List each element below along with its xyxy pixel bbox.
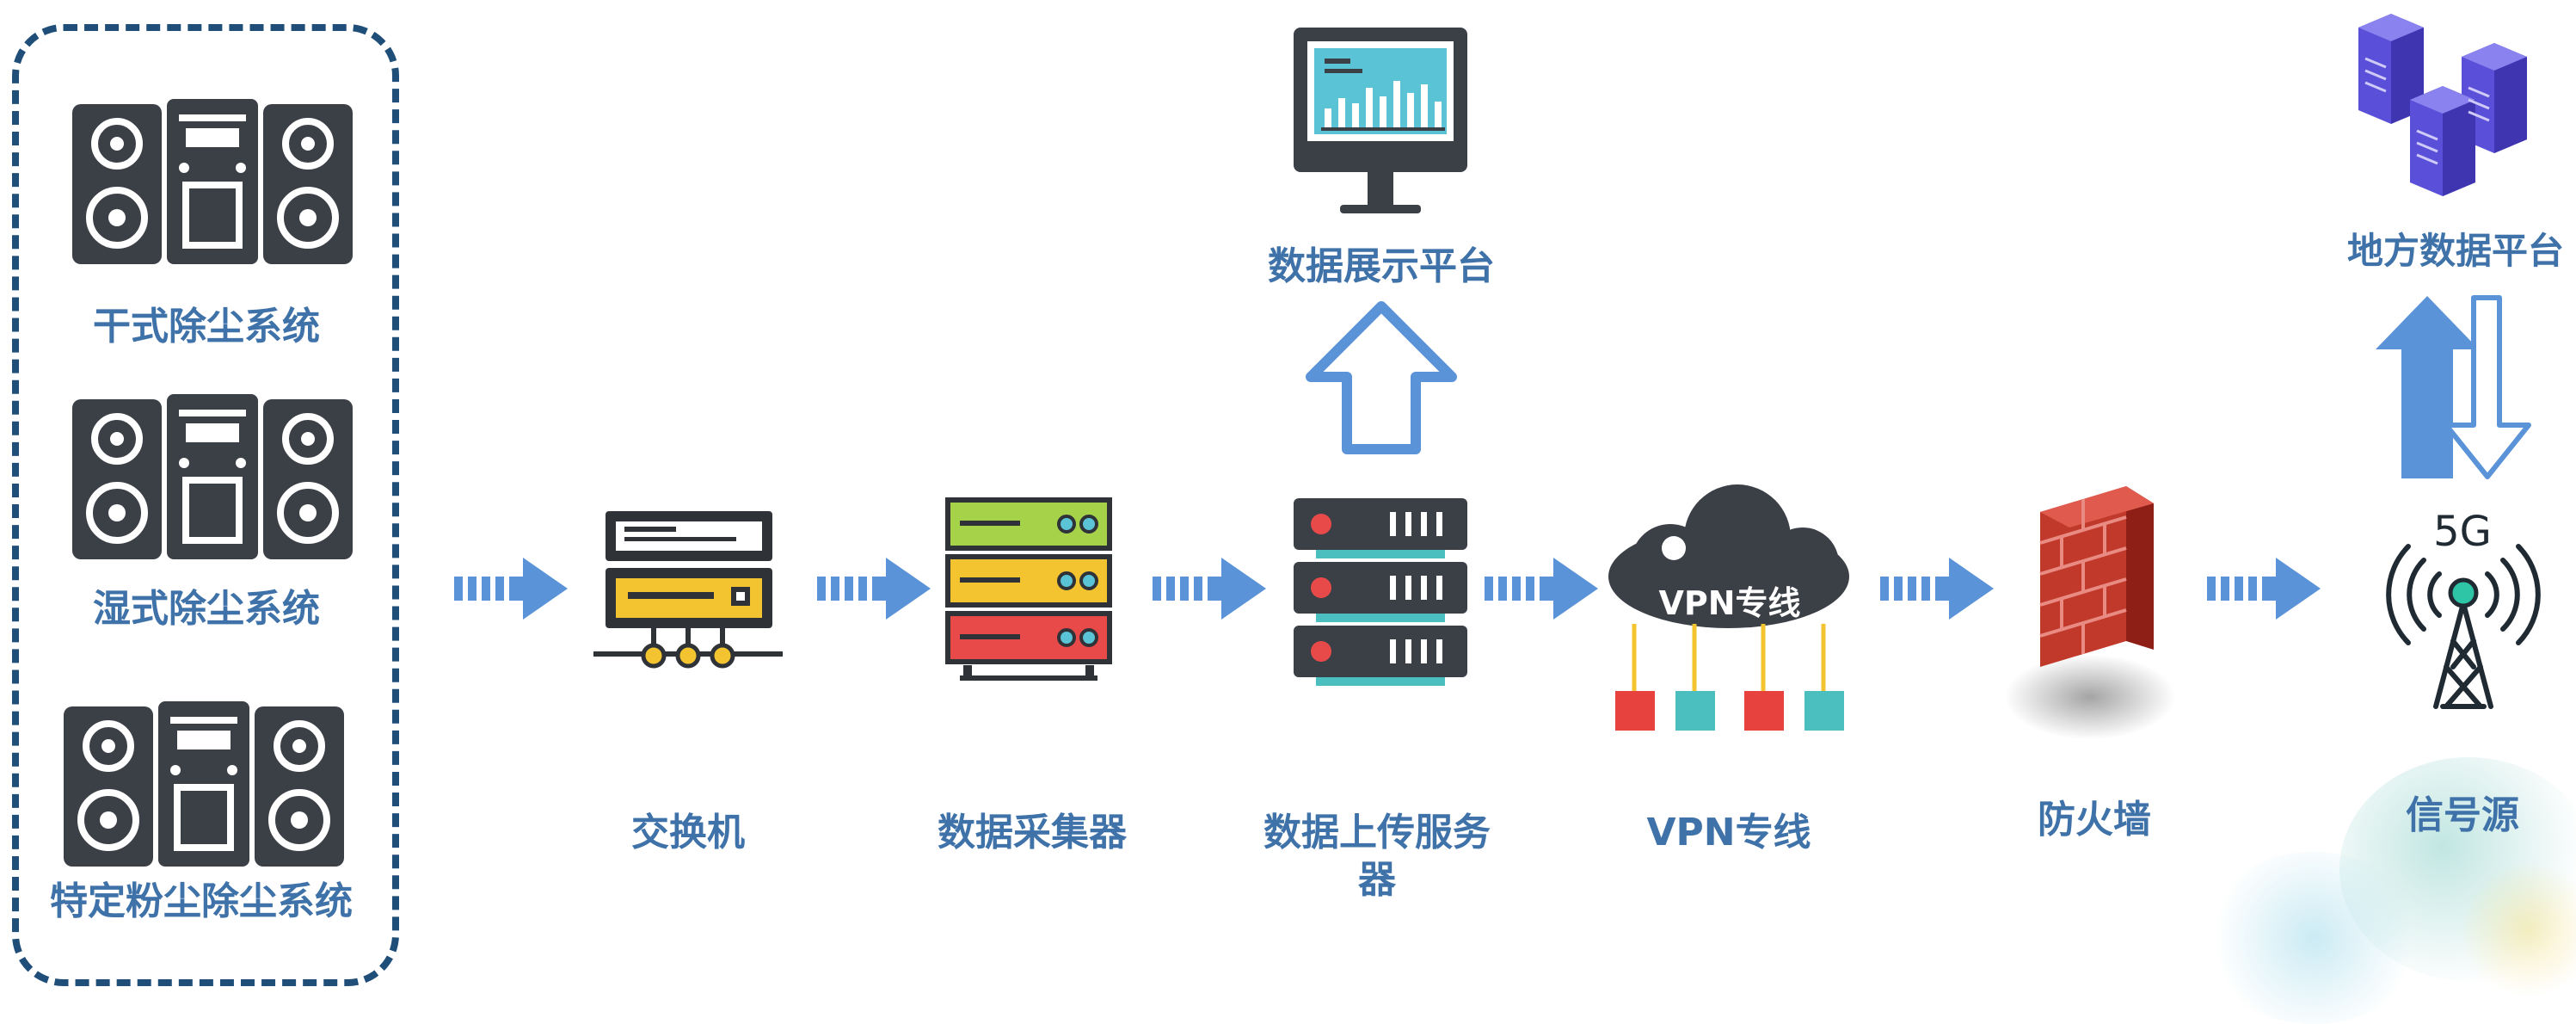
firewall-label: 防火墙 bbox=[2038, 798, 2151, 842]
flow-arrow-icon bbox=[1880, 558, 1994, 620]
equipment-label: 特定粉尘除尘系统 bbox=[50, 879, 353, 923]
dust-collector-icon bbox=[72, 394, 353, 559]
equipment-label: 干式除尘系统 bbox=[93, 305, 320, 349]
flow-arrow-icon bbox=[1153, 558, 1266, 620]
5g-tower-icon bbox=[2386, 544, 2541, 709]
display-platform-label: 数据展示平台 bbox=[1268, 244, 1495, 288]
5g-badge: 5G bbox=[2433, 508, 2492, 556]
up-arrow-icon bbox=[1306, 301, 1457, 454]
decor-blob bbox=[2460, 861, 2576, 998]
data-collector-icon bbox=[945, 497, 1112, 681]
dust-collector-icon bbox=[72, 99, 353, 264]
flow-arrow-icon bbox=[817, 558, 931, 620]
equipment-label: 湿式除尘系统 bbox=[93, 587, 320, 631]
flow-arrow-icon bbox=[454, 558, 568, 620]
server-cluster-icon bbox=[2358, 14, 2527, 196]
collector-label: 数据采集器 bbox=[938, 811, 1127, 854]
equipment-group-box bbox=[12, 24, 399, 986]
signal-label: 信号源 bbox=[2406, 793, 2519, 837]
firewall-icon bbox=[2039, 486, 2154, 667]
firewall-shadow bbox=[2004, 654, 2176, 740]
flow-arrow-icon bbox=[1485, 558, 1598, 620]
vpn-cloud-icon bbox=[1608, 484, 1849, 731]
vpn-label: VPN专线 bbox=[1646, 811, 1811, 854]
upload-server-label: 数据上传服务器 bbox=[1263, 811, 1491, 902]
dust-collector-icon bbox=[64, 701, 344, 867]
vpn-cloud-text: VPN专线 bbox=[1658, 584, 1801, 622]
flow-arrow-icon bbox=[2207, 558, 2321, 620]
server-rack-icon bbox=[1294, 498, 1467, 686]
monitor-chart-icon bbox=[1294, 28, 1467, 213]
switch-label: 交换机 bbox=[631, 811, 745, 854]
network-switch-icon bbox=[593, 511, 783, 669]
local-platform-label: 地方数据平台 bbox=[2346, 230, 2564, 272]
bidirectional-arrow-icon bbox=[2376, 295, 2531, 479]
decor-blob bbox=[2202, 852, 2425, 1024]
decor-blob bbox=[2339, 757, 2576, 981]
